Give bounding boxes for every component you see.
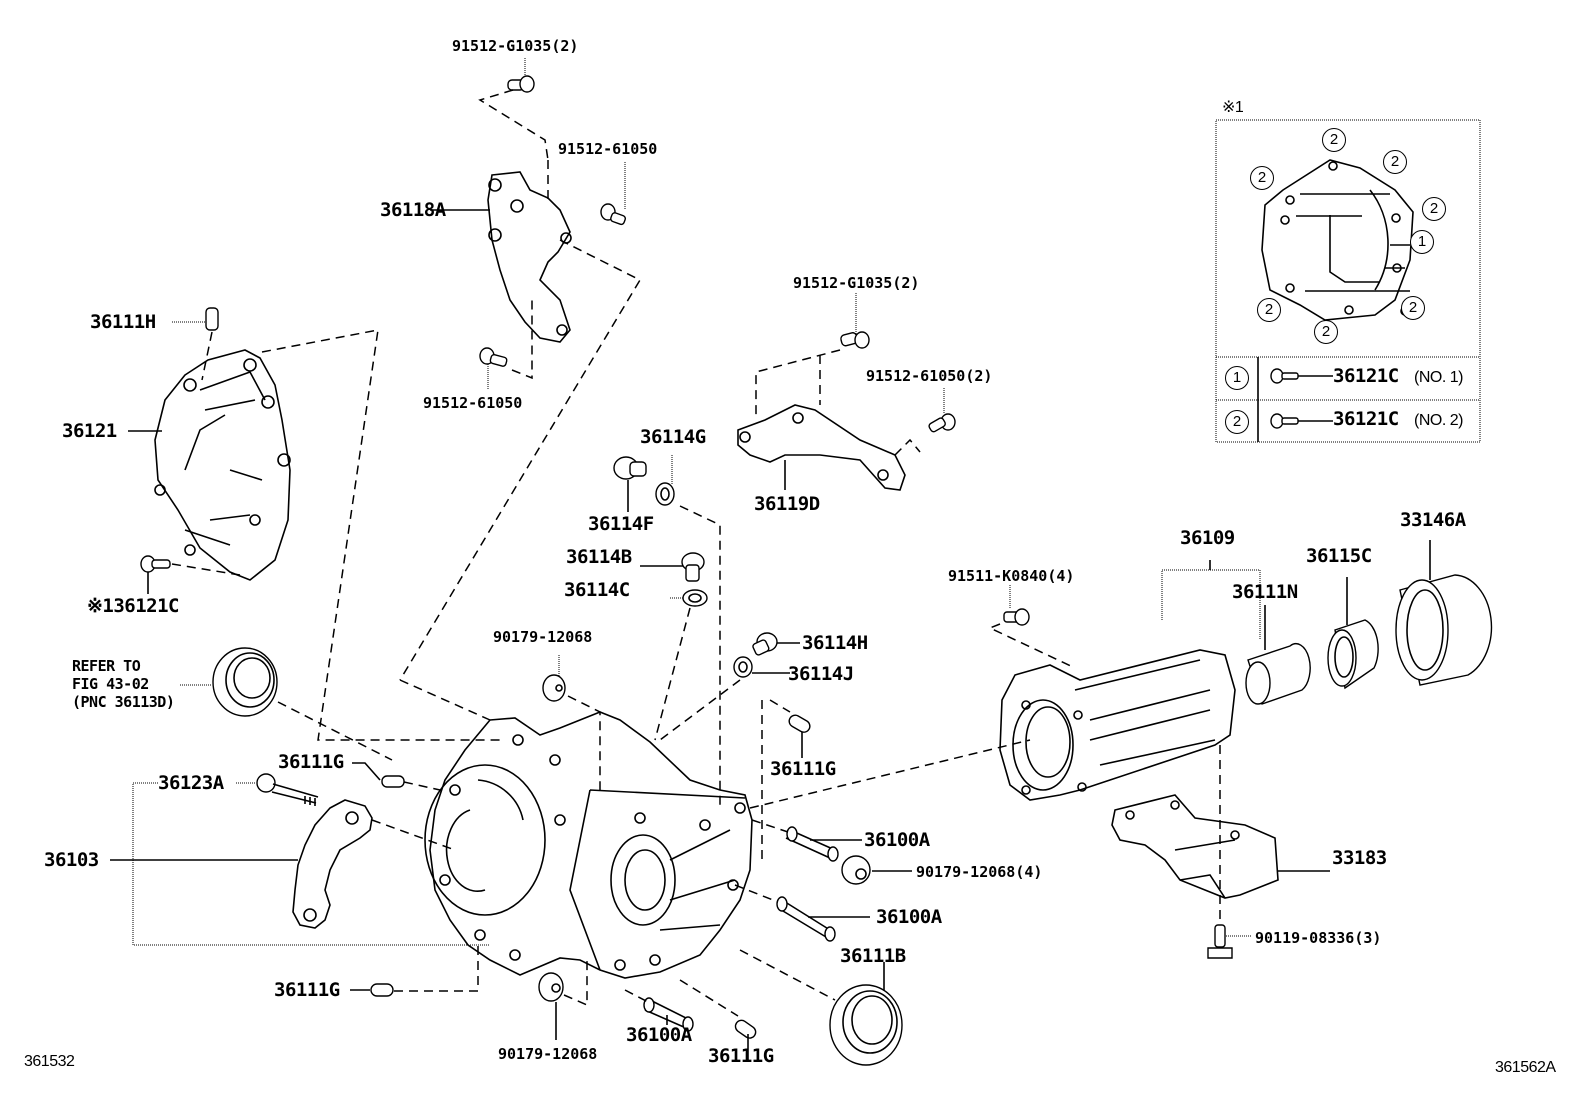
inset-marker: 2 [1422,197,1446,221]
inset-title: ※1 [1222,99,1244,116]
bushing-36111n-icon [1245,605,1311,705]
plug-36114h-icon [752,632,800,656]
label-cover[interactable]: 36121 [62,420,117,442]
extension-bolt-icon [988,585,1076,669]
inset-marker: 2 [1314,320,1338,344]
inset-marker: 2 [1401,296,1425,320]
inset-marker: 2 [1257,298,1281,322]
bracket-36118a-icon [399,160,642,681]
label-cover-bolt[interactable]: ※136121C [87,595,180,617]
extension-housing-icon [999,560,1261,920]
reference-note: REFER TO FIG 43-02 (PNC 36113D) [72,657,175,711]
reference-line-1: REFER TO [72,657,141,675]
nut-upper-icon [542,655,601,790]
bolt-bracket-a-bottom-icon [479,300,533,390]
gasket-36114j-icon [659,656,790,741]
label-bolt-bracket-a-right[interactable]: 91512-61050 [558,140,658,158]
bracket-36119d-icon [737,404,921,491]
label-breather[interactable]: 36111H [90,311,156,333]
label-nut-upper[interactable]: 90179-12068 [493,628,593,646]
plug-36114b-icon [640,552,705,582]
label-stud-upper[interactable]: 36100A [864,829,930,851]
transfer-case-icon [399,679,1031,979]
gasket-36114g-icon [655,455,721,810]
dust-deflector-33146a-icon [1395,540,1493,686]
label-oil-seal[interactable]: 36115C [1306,545,1372,567]
cover-bolt-icon [140,555,241,594]
label-bracket-a[interactable]: 36118A [380,199,446,221]
seal-36111b-icon [739,949,903,1066]
bracket-36103-icon [110,782,490,946]
label-dust-deflector[interactable]: 33146A [1400,509,1466,531]
label-pin-right-upper[interactable]: 36111G [770,758,836,780]
label-bolt-36123a[interactable]: 36123A [158,772,224,794]
label-pin-bottom[interactable]: 36111G [708,1045,774,1067]
breather-icon [172,307,219,381]
bolt-36123a-icon [236,773,319,806]
stud-middle-icon [734,884,870,942]
reference-seal-icon [180,647,393,761]
inset-marker: 1 [1410,230,1434,254]
label-stud-middle[interactable]: 36100A [876,906,942,928]
pin-right-upper-icon [761,699,811,860]
label-extension-housing[interactable]: 36109 [1180,527,1235,549]
label-extension-bolt[interactable]: 91511-K0840(4) [948,567,1075,585]
label-nut-lower[interactable]: 90179-12068 [498,1045,598,1063]
bolt-bracket-d-right-icon [928,388,956,433]
label-gasket-f[interactable]: 36114G [640,426,706,448]
cover-36121-icon [128,329,500,741]
inset-legend-spec-2: (NO. 2) [1414,412,1463,429]
label-bolt-top[interactable]: 91512-G1035(2) [452,37,579,55]
nut-4-icon [841,855,912,885]
label-bushing[interactable]: 36111N [1232,581,1298,603]
pin-bottom-icon [679,979,757,1060]
inset-legend-spec-1: (NO. 1) [1414,369,1463,386]
inset-panel [1215,119,1481,443]
label-bolt-bracket-d-top[interactable]: 91512-G1035(2) [793,274,920,292]
nut-lower-icon [538,960,588,1040]
label-case-36103[interactable]: 36103 [44,849,99,871]
label-plug-h[interactable]: 36114H [802,632,868,654]
label-stud-lower[interactable]: 36100A [626,1024,692,1046]
inset-legend-marker-2: 2 [1225,410,1249,434]
inset-legend-part-1[interactable]: 36121C [1333,365,1399,387]
plug-36114f-icon [613,456,647,512]
label-seal-36111b[interactable]: 36111B [840,945,906,967]
stud-upper-icon [751,819,862,862]
inset-marker: 2 [1250,166,1274,190]
figure-id-left: 361532 [24,1053,75,1070]
inset-legend-part-2[interactable]: 36121C [1333,408,1399,430]
label-nut-4[interactable]: 90179-12068(4) [916,863,1043,881]
figure-id-right: 361562A [1495,1059,1556,1076]
mount-33183-icon [1111,794,1330,899]
bolt-bracket-a-right-icon [600,162,627,226]
label-bolt-bracket-a-bottom[interactable]: 91512-61050 [423,394,523,412]
mount-bolt-icon [1207,924,1252,959]
inset-legend-marker-1: 1 [1225,366,1249,390]
label-bolt-bracket-d-right[interactable]: 91512-61050(2) [866,367,993,385]
inset-marker: 2 [1383,150,1407,174]
label-pin-left-lower[interactable]: 36111G [274,979,340,1001]
inset-marker: 2 [1322,128,1346,152]
label-pin-left-upper[interactable]: 36111G [278,751,344,773]
gasket-36114c-icon [654,589,708,741]
label-plug-f[interactable]: 36114F [588,513,654,535]
oil-seal-36115c-icon [1327,577,1379,690]
label-mount[interactable]: 33183 [1332,847,1387,869]
reference-line-3: (PNC 36113D) [72,693,175,711]
label-gasket-j[interactable]: 36114J [788,663,854,685]
label-plug-b[interactable]: 36114B [566,546,632,568]
label-bracket-d[interactable]: 36119D [754,493,820,515]
bolt-top-icon [478,58,549,161]
pin-left-upper-icon [352,762,441,791]
reference-line-2[interactable]: FIG 43-02 [72,675,149,693]
label-gasket-c[interactable]: 36114C [564,579,630,601]
stud-lower-icon [624,989,694,1032]
bolt-bracket-d-top-icon [755,293,870,415]
pin-left-lower-icon [350,945,479,997]
label-mount-bolt[interactable]: 90119-08336(3) [1255,929,1382,947]
